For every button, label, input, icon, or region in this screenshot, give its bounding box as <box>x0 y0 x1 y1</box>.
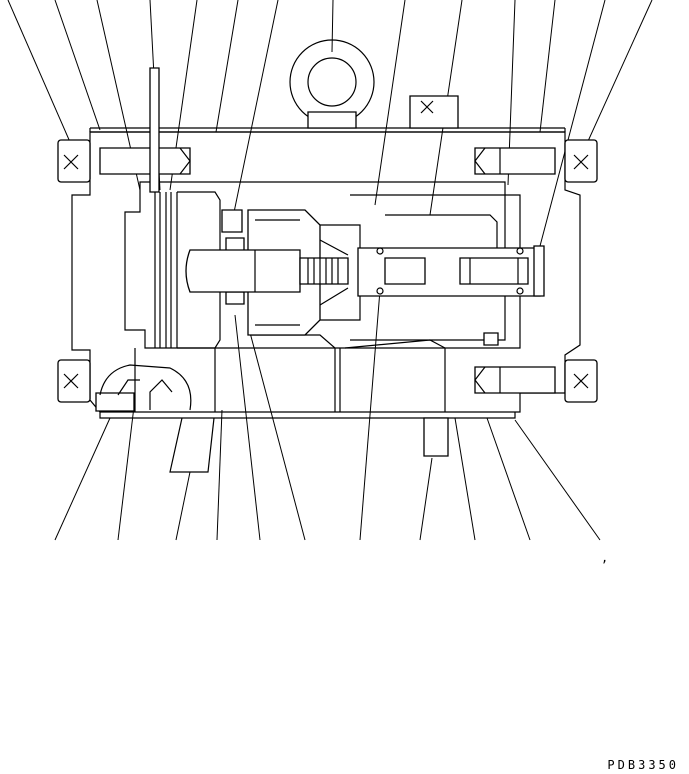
leader-line <box>235 315 260 540</box>
leader-line <box>487 418 530 540</box>
lower-block-left <box>250 335 335 412</box>
leader-line <box>248 325 305 540</box>
motor-top-boss <box>385 215 497 248</box>
inner-cavity <box>125 182 520 348</box>
bottom-plate <box>100 412 515 418</box>
leader-line <box>420 458 432 540</box>
motor-block <box>350 195 544 345</box>
dipstick <box>150 68 159 192</box>
spline <box>300 258 348 284</box>
bolt-head <box>565 140 597 182</box>
end-cap <box>534 246 544 296</box>
bolt-shank-detail <box>475 148 500 174</box>
bolt-shank-detail <box>475 367 500 393</box>
leader-line <box>232 0 278 222</box>
bolt-shank <box>100 148 190 174</box>
lifting-eye-inner <box>308 58 356 106</box>
piston-rod <box>460 258 528 284</box>
lead-bracket <box>170 418 214 472</box>
top-bracket <box>410 96 458 128</box>
bolt-head <box>58 140 90 182</box>
bolt-shank <box>475 148 555 174</box>
port-dot <box>517 248 523 254</box>
small-port <box>484 333 498 345</box>
spline-teeth <box>308 258 338 284</box>
disc-plate <box>155 192 160 348</box>
port-dot <box>377 288 383 294</box>
leader-line <box>455 418 475 540</box>
input-shaft <box>186 250 300 292</box>
leader-line <box>118 398 135 540</box>
housing-outline <box>72 132 580 412</box>
pipe-elbow <box>100 365 191 410</box>
bottom-left-piping <box>100 365 214 472</box>
bolt-x-icon <box>64 374 78 388</box>
shaft-assembly <box>186 210 360 335</box>
piston-rod-detail <box>470 258 518 284</box>
leader-line <box>584 0 652 150</box>
leader-line <box>540 0 555 132</box>
bolt-shank-short <box>96 393 134 411</box>
leader-line <box>55 0 100 130</box>
leader-line <box>375 0 405 205</box>
piston-inner <box>385 258 425 284</box>
bolt-x-icon <box>574 374 588 388</box>
top-leader-lines <box>8 0 652 246</box>
seal-ring <box>222 210 242 232</box>
bolt-x-icon <box>64 155 78 169</box>
leader-line <box>216 0 238 132</box>
leader-line <box>176 472 190 540</box>
leader-line <box>360 290 380 540</box>
bolt-head <box>58 360 90 402</box>
bottom-leader-lines <box>55 290 600 540</box>
port-dot <box>517 288 523 294</box>
lower-block-right <box>345 340 445 348</box>
leader-line <box>8 0 70 142</box>
stray-mark: , <box>601 551 609 565</box>
drum-inner <box>255 220 300 325</box>
leader-line <box>332 0 333 52</box>
top-bracket-x <box>421 101 433 113</box>
leader-line <box>515 420 600 540</box>
bolt-shank <box>475 367 555 393</box>
lower-partition <box>135 348 445 412</box>
lifting-eye-base <box>308 112 356 128</box>
bolt-x-icon <box>574 155 588 169</box>
leader-line <box>540 0 605 246</box>
drain-plug <box>424 418 448 456</box>
disc-plate <box>166 192 171 348</box>
port-dot <box>377 248 383 254</box>
drawing-code: PDB3350 <box>607 758 679 772</box>
seal-ring <box>226 292 244 304</box>
leader-line <box>217 410 222 540</box>
mounting-bolts <box>58 140 597 411</box>
leader-line <box>55 418 110 540</box>
